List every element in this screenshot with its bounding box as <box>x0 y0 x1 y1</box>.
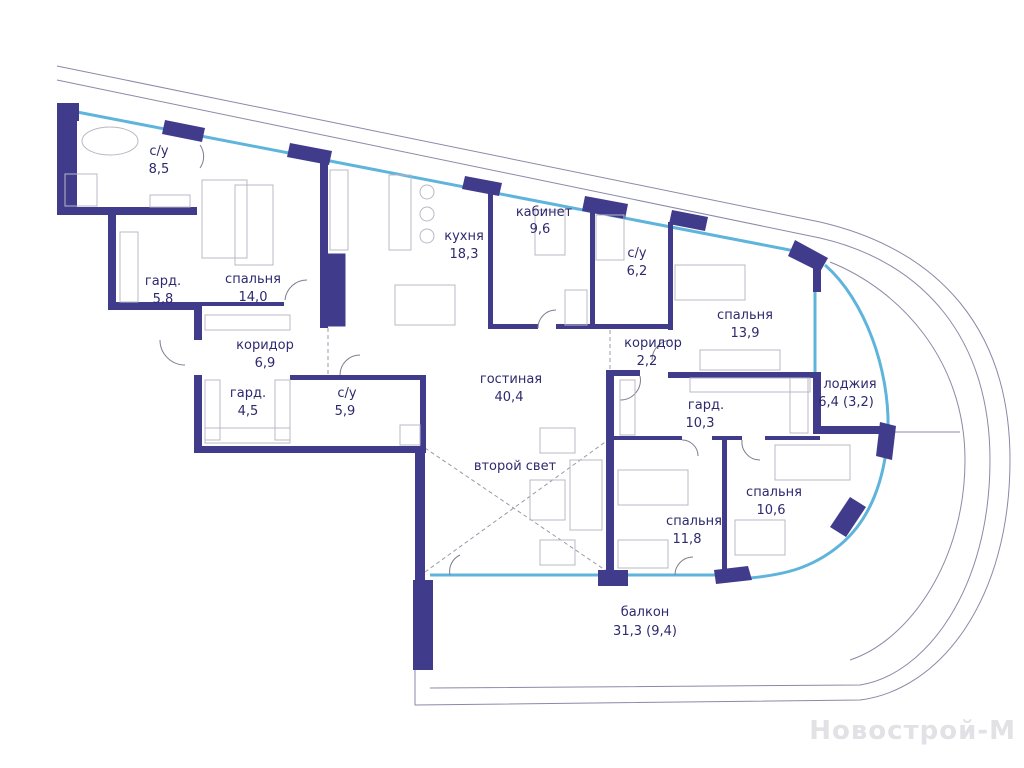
room-name: балкон <box>621 605 670 620</box>
room-name: гард. <box>145 274 181 289</box>
balcony-rail <box>829 261 966 661</box>
sink-icon <box>149 194 191 208</box>
room-name: кабинет <box>516 205 573 220</box>
bed-icon <box>674 264 746 301</box>
room-area: 6,9 <box>255 356 276 371</box>
room-area: 40,4 <box>495 390 524 405</box>
second-light-label: второй свет <box>474 459 557 474</box>
room-area: 5,9 <box>335 404 356 419</box>
room-name: гостиная <box>480 372 542 387</box>
room-name: с/у <box>627 246 647 261</box>
room-name: спальня <box>225 272 281 287</box>
room-area: 10,6 <box>757 503 786 518</box>
room-area: 6,2 <box>627 264 648 279</box>
room-name: спальня <box>717 308 773 323</box>
kitchen-island-icon <box>388 174 412 251</box>
desk-icon <box>734 519 786 556</box>
bathtub-icon <box>81 126 139 156</box>
room-name: лоджия <box>823 377 876 392</box>
room-name: спальня <box>666 514 722 529</box>
room-area: 5,8 <box>153 292 174 307</box>
room-name: кухня <box>444 229 484 244</box>
room-area: 2,2 <box>637 354 658 369</box>
watermark: Новострой-М <box>809 716 1016 746</box>
shower-icon <box>595 214 625 261</box>
room-area: 8,5 <box>149 162 170 177</box>
room-name: гард. <box>688 398 724 413</box>
room-area: 6,4 (3,2) <box>818 395 874 410</box>
balcony-inner-outline <box>56 79 991 689</box>
bed-icon <box>201 179 248 259</box>
room-name: гард. <box>230 386 266 401</box>
bed-icon <box>617 469 689 506</box>
room-name: коридор <box>236 338 294 353</box>
room-area: 9,6 <box>530 222 551 237</box>
wardrobe-icon <box>204 314 291 331</box>
room-name: спальня <box>746 485 802 500</box>
shower-icon <box>64 173 98 207</box>
wardrobe-icon <box>119 231 139 303</box>
armchair-icon <box>539 427 576 454</box>
room-area: 14,0 <box>239 290 268 305</box>
desk-icon <box>617 539 669 569</box>
sofa-icon <box>569 459 603 531</box>
room-area: 10,3 <box>686 416 715 431</box>
window-glazing-curve <box>749 263 890 580</box>
room-labels: с/у 8,5 гард. 5,8 спальня 14,0 кухня 18,… <box>145 144 877 639</box>
room-area: 13,9 <box>731 326 760 341</box>
room-area: 4,5 <box>238 404 259 419</box>
walls <box>57 103 896 670</box>
desk-icon <box>534 209 566 256</box>
doors <box>159 144 761 576</box>
room-area: 11,8 <box>673 532 702 547</box>
furniture <box>64 126 851 569</box>
room-name: коридор <box>624 336 682 351</box>
room-name: с/у <box>149 144 169 159</box>
balcony-outline <box>56 65 1011 706</box>
bed-icon <box>774 444 851 481</box>
room-area: 18,3 <box>450 247 479 262</box>
room-area: 31,3 (9,4) <box>613 624 677 639</box>
kitchen-counter-icon <box>329 169 349 251</box>
dining-table-icon <box>394 284 456 326</box>
room-name: с/у <box>337 386 357 401</box>
second-light-diagonals <box>327 328 611 573</box>
